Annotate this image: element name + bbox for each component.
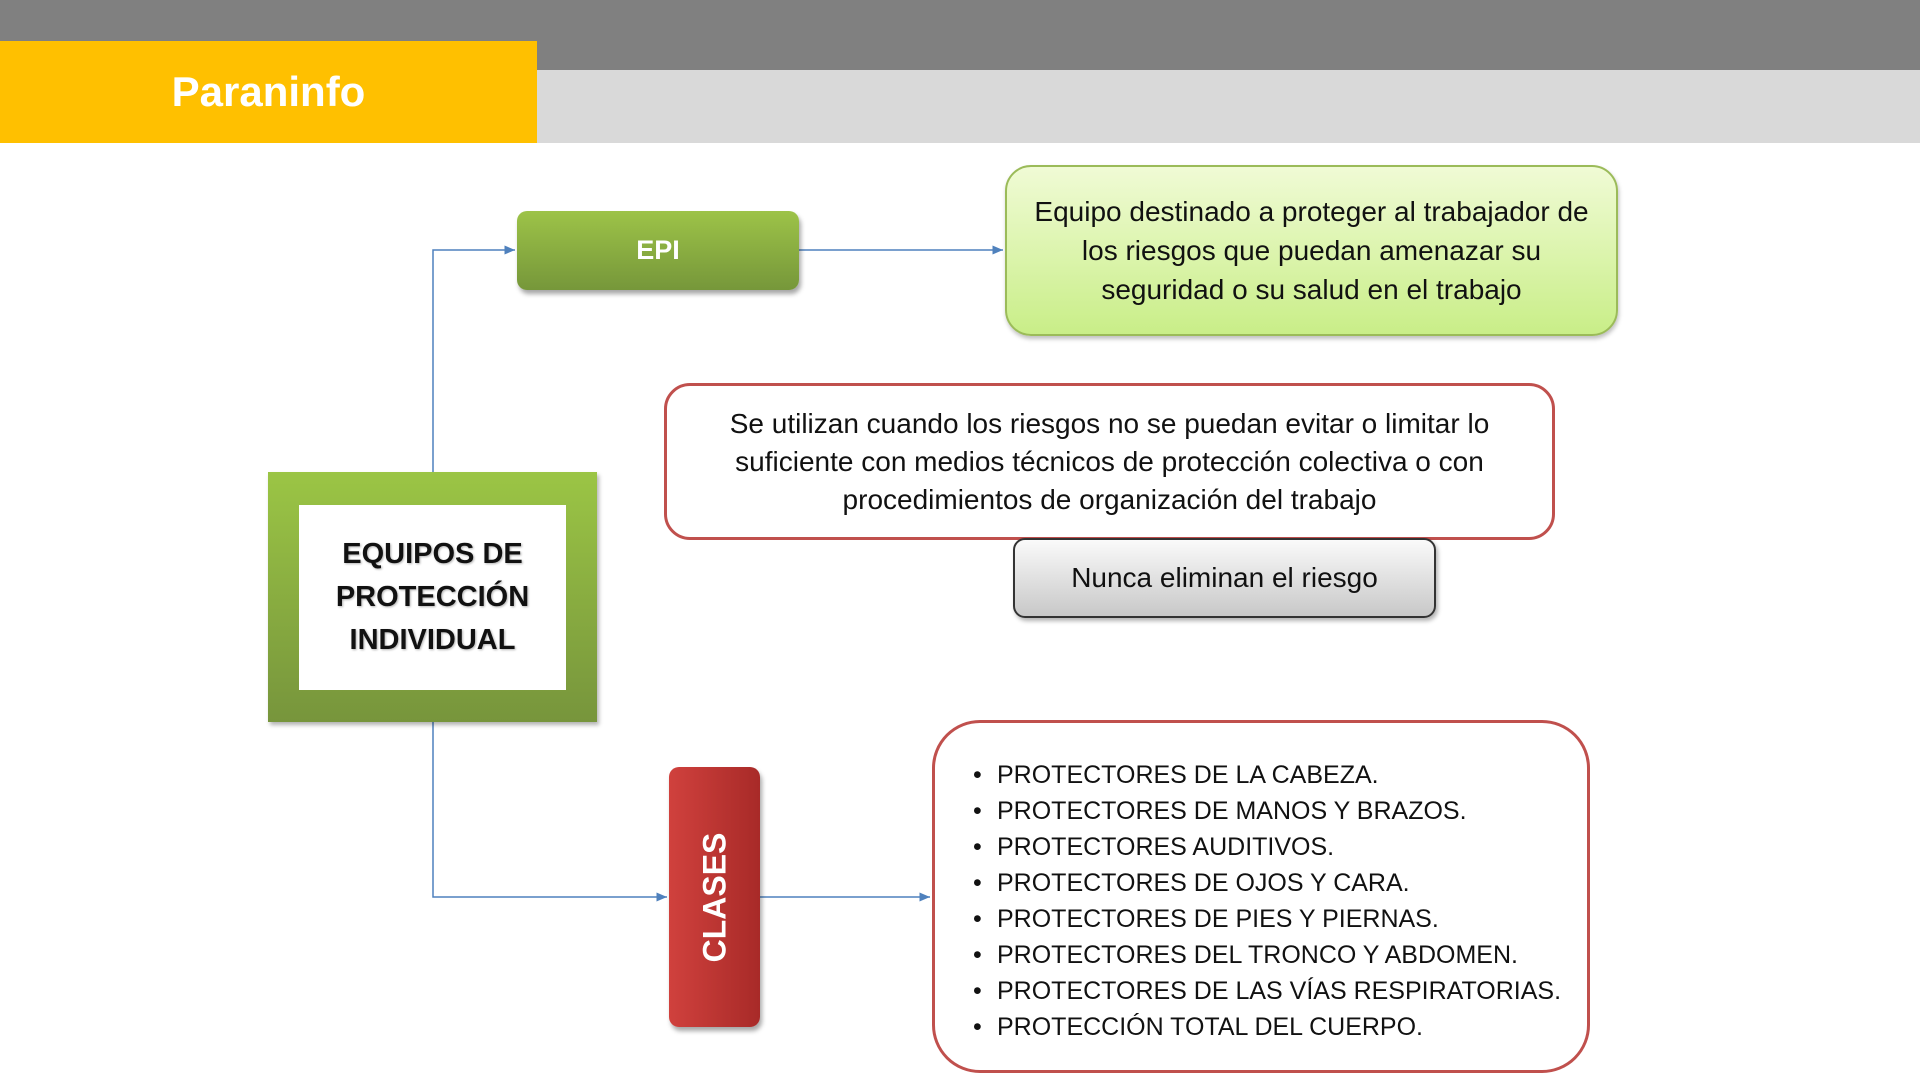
epi-node: EPI (517, 211, 799, 290)
note-box: Nunca eliminan el riesgo (1013, 538, 1436, 618)
clases-list-box: PROTECTORES DE LA CABEZA. PROTECTORES DE… (932, 720, 1590, 1073)
list-item: PROTECTORES AUDITIVOS. (973, 829, 1587, 865)
note-text: Nunca eliminan el riesgo (1071, 562, 1378, 593)
header-bar (537, 70, 1920, 143)
epi-definition-text: Equipo destinado a proteger al trabajado… (1034, 196, 1589, 305)
list-item: PROTECTORES DE OJOS Y CARA. (973, 865, 1587, 901)
list-item: PROTECTORES DE LA CABEZA. (973, 757, 1587, 793)
clases-node: CLASES (669, 767, 760, 1027)
list-item: PROTECTORES DE LAS VÍAS RESPIRATORIAS. (973, 973, 1587, 1009)
epi-definition-box: Equipo destinado a proteger al trabajado… (1005, 165, 1618, 336)
list-item: PROTECTORES DE MANOS Y BRAZOS. (973, 793, 1587, 829)
root-label: EQUIPOS DE PROTECCIÓN INDIVIDUAL (335, 538, 530, 656)
epi-label: EPI (636, 235, 680, 265)
list-item: PROTECCIÓN TOTAL DEL CUERPO. (973, 1009, 1587, 1045)
list-item: PROTECTORES DE PIES Y PIERNAS. (973, 901, 1587, 937)
connector-root-clases (432, 722, 667, 902)
usage-text: Se utilizan cuando los riesgos no se pue… (729, 407, 1490, 515)
root-node-inner: EQUIPOS DE PROTECCIÓN INDIVIDUAL (299, 505, 566, 690)
brand-logo: Paraninfo (0, 41, 537, 143)
brand-text: Paraninfo (171, 68, 366, 115)
clases-label: CLASES (696, 832, 733, 962)
usage-box: Se utilizan cuando los riesgos no se pue… (664, 383, 1555, 540)
root-node: EQUIPOS DE PROTECCIÓN INDIVIDUAL (268, 472, 597, 722)
clases-list: PROTECTORES DE LA CABEZA. PROTECTORES DE… (973, 757, 1587, 1045)
connector-root-epi (432, 245, 515, 472)
list-item: PROTECTORES DEL TRONCO Y ABDOMEN. (973, 937, 1587, 973)
